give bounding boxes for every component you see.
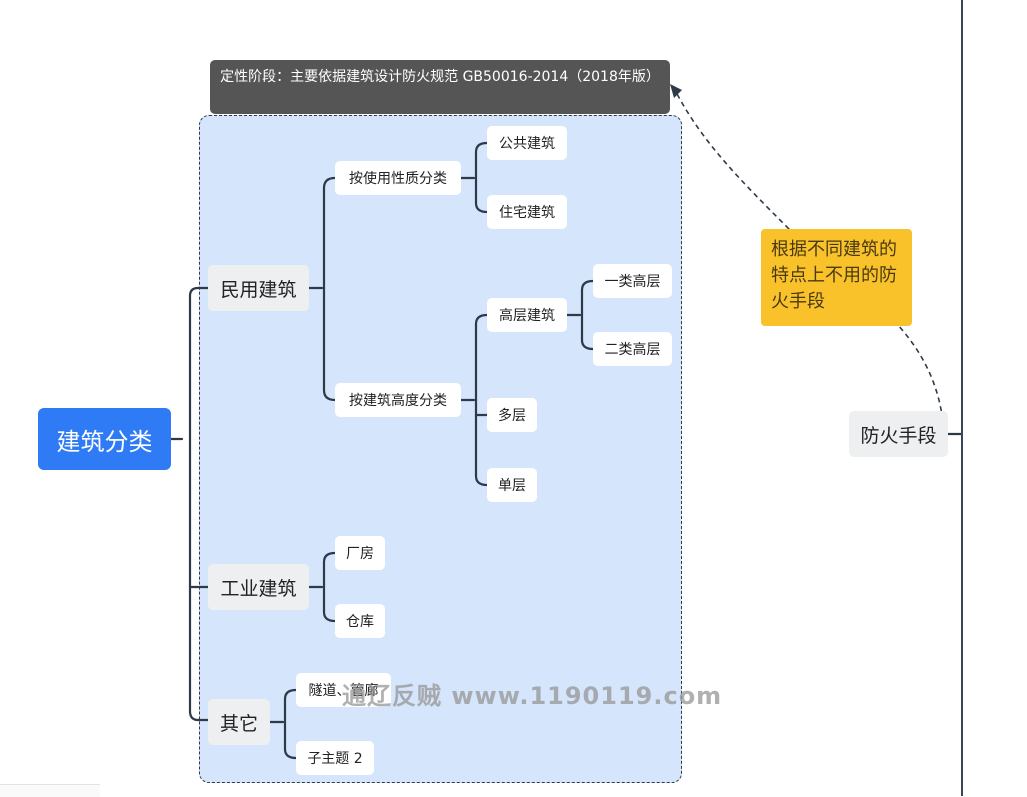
- topic-by-use-label: 按使用性质分类: [349, 171, 447, 187]
- topic-single-label: 单层: [498, 478, 526, 494]
- topic-other[interactable]: 其它: [208, 699, 270, 745]
- relationship-arrowhead: [670, 84, 682, 98]
- topic-by-height-label: 按建筑高度分类: [349, 393, 447, 409]
- topic-fire-protection[interactable]: 防火手段: [849, 411, 948, 457]
- root-topic[interactable]: 建筑分类: [38, 408, 171, 470]
- watermark: 通辽反贼 www.1190119.com: [342, 676, 722, 711]
- canvas-divider: [961, 0, 963, 796]
- topic-warehouse[interactable]: 仓库: [335, 604, 385, 638]
- topic-factory[interactable]: 厂房: [335, 536, 385, 570]
- topic-civil-label: 民用建筑: [220, 278, 297, 301]
- topic-industrial[interactable]: 工业建筑: [208, 564, 309, 610]
- topic-subtopic-2[interactable]: 子主题 2: [296, 741, 374, 775]
- topic-fire-protection-label: 防火手段: [860, 424, 937, 447]
- topic-residential-label: 住宅建筑: [499, 205, 555, 221]
- topic-subtopic-2-label: 子主题 2: [307, 751, 363, 767]
- summary-text: 定性阶段：主要依据建筑设计防火规范 GB50016-2014（2018年版）: [220, 69, 660, 85]
- topic-warehouse-label: 仓库: [346, 614, 374, 630]
- topic-industrial-label: 工业建筑: [220, 577, 297, 600]
- topic-factory-label: 厂房: [346, 546, 374, 562]
- watermark-text: 通辽反贼 www.1190119.com: [342, 682, 723, 710]
- topic-tunnel[interactable]: 隧道、管廊: [296, 673, 391, 707]
- relationship-label[interactable]: 根据不同建筑的特点上不用的防火手段: [761, 229, 912, 326]
- topic-public-label: 公共建筑: [499, 136, 555, 152]
- summary-boundary: [199, 115, 682, 783]
- topic-by-use[interactable]: 按使用性质分类: [335, 161, 461, 195]
- topic-high-rise[interactable]: 高层建筑: [487, 298, 567, 332]
- topic-class1-label: 一类高层: [604, 274, 661, 290]
- topic-class1-high-rise[interactable]: 一类高层: [593, 264, 672, 298]
- root-topic-label: 建筑分类: [56, 427, 153, 456]
- topic-class2-label: 二类高层: [604, 342, 661, 358]
- connector-root-spine: [188, 286, 200, 722]
- topic-high-rise-label: 高层建筑: [499, 308, 555, 324]
- topic-class2-high-rise[interactable]: 二类高层: [593, 332, 672, 366]
- topic-residential[interactable]: 住宅建筑: [487, 195, 567, 229]
- relationship-label-text: 根据不同建筑的特点上不用的防火手段: [771, 239, 897, 312]
- topic-tunnel-label: 隧道、管廊: [308, 683, 379, 699]
- topic-multi-storey[interactable]: 多层: [487, 398, 537, 432]
- topic-multi-label: 多层: [498, 408, 526, 424]
- topic-single-storey[interactable]: 单层: [487, 468, 537, 502]
- topic-other-label: 其它: [219, 712, 258, 735]
- topic-public[interactable]: 公共建筑: [487, 126, 567, 160]
- summary-label[interactable]: 定性阶段：主要依据建筑设计防火规范 GB50016-2014（2018年版）: [210, 60, 670, 114]
- bottom-panel-edge: [0, 784, 100, 797]
- topic-by-height[interactable]: 按建筑高度分类: [335, 383, 461, 417]
- topic-civil[interactable]: 民用建筑: [208, 265, 309, 311]
